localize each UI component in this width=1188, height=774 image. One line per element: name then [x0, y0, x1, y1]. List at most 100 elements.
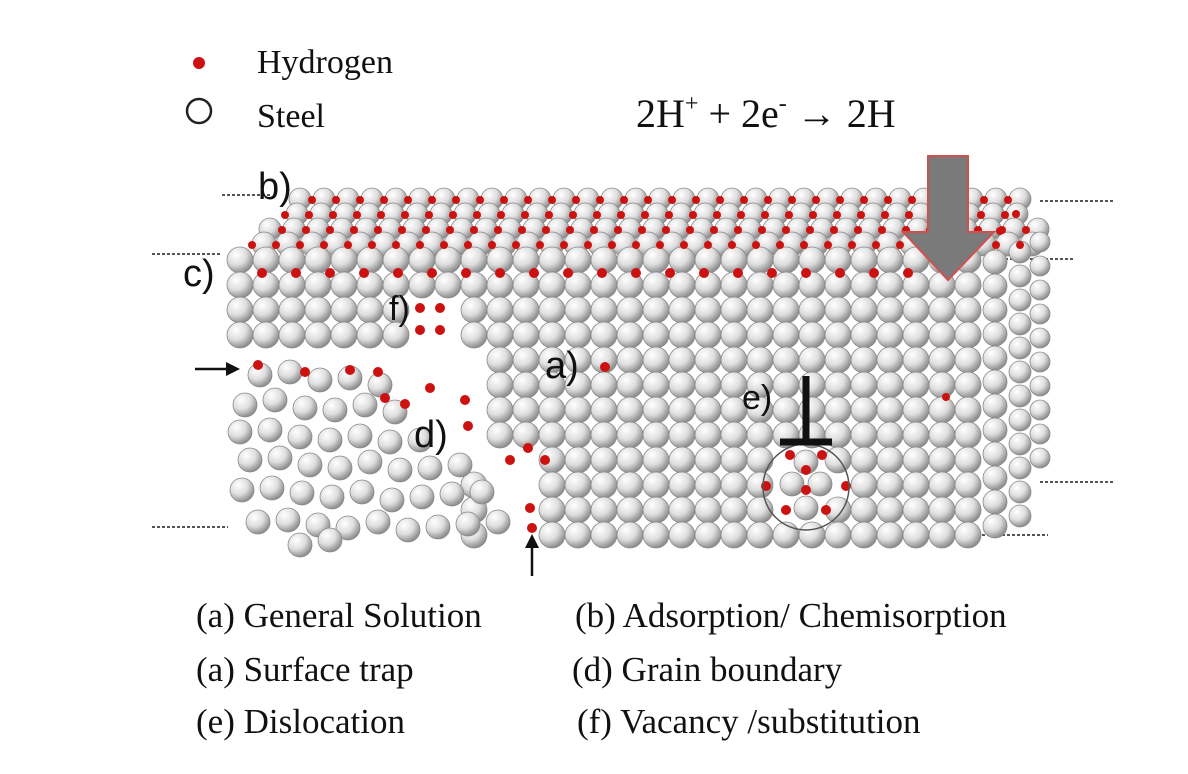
steel-atom [642, 346, 670, 374]
steel-atom [982, 465, 1008, 491]
steel-atom [954, 471, 982, 499]
steel-atom [262, 387, 288, 413]
hydrogen-atom [740, 196, 748, 204]
legend-hydrogen-label: Hydrogen [257, 44, 393, 81]
steel-atom [307, 367, 333, 393]
steel-atom [850, 371, 878, 399]
steel-atom [252, 321, 280, 349]
steel-atom [304, 296, 332, 324]
steel-atom [850, 421, 878, 449]
hydrogen-atom [980, 196, 988, 204]
steel-atom [616, 296, 644, 324]
steel-atom [377, 429, 403, 455]
steel-atom [850, 471, 878, 499]
steel-atom [564, 396, 592, 424]
hydrogen-atom [881, 211, 889, 219]
hydrogen-atom [461, 268, 471, 278]
caption-grain-boundary: (d) Grain boundary [572, 650, 843, 689]
steel-atom [1008, 336, 1032, 360]
steel-atom [902, 346, 930, 374]
hydrogen-atom [505, 455, 515, 465]
steel-atom [1008, 504, 1032, 528]
hydrogen-atom [529, 268, 539, 278]
steel-atom [798, 521, 826, 549]
steel-atom [460, 321, 488, 349]
steel-atom [772, 271, 800, 299]
steel-atom [824, 371, 852, 399]
steel-atom [746, 446, 774, 474]
steel-atom [850, 346, 878, 374]
steel-atom [642, 296, 670, 324]
hydrogen-atom [272, 241, 280, 249]
hydrogen-atom [308, 196, 316, 204]
steel-atom [982, 369, 1008, 395]
hydrogen-atom [665, 211, 673, 219]
hydrogen-atom [427, 268, 437, 278]
hydrogen-atom [542, 226, 550, 234]
hydrogen-atom [278, 226, 286, 234]
region-label-e: e) [742, 379, 772, 417]
steel-atom [793, 495, 819, 521]
steel-atom [1008, 264, 1032, 288]
steel-atom [876, 471, 904, 499]
steel-atom [720, 296, 748, 324]
steel-atom [379, 487, 405, 513]
hydrogen-atom [300, 367, 310, 377]
steel-atom [720, 246, 748, 274]
steel-atom [322, 397, 348, 423]
steel-atom [1029, 351, 1051, 373]
caption-general-solution: (a) General Solution [196, 596, 482, 635]
steel-atom [876, 346, 904, 374]
hydrogen-atom [996, 227, 1004, 235]
hydrogen-atom [463, 421, 473, 431]
region-label-b: b) [258, 166, 292, 208]
steel-atom [538, 396, 566, 424]
steel-atom [720, 421, 748, 449]
steel-atom [365, 509, 391, 535]
steel-atom [982, 273, 1008, 299]
hydrogen-atom [345, 365, 355, 375]
steel-atom [278, 296, 306, 324]
steel-atom [1008, 480, 1032, 504]
steel-atom [928, 421, 956, 449]
hydrogen-atom [416, 241, 424, 249]
hydrogen-atom [353, 211, 361, 219]
steel-atom [954, 421, 982, 449]
steel-atom [616, 521, 644, 549]
steel-atom [928, 471, 956, 499]
steel-atom [319, 484, 345, 510]
steel-atom [850, 496, 878, 524]
steel-atom [954, 496, 982, 524]
steel-atom [409, 484, 435, 510]
hydrogen-entry-arrow-icon [900, 155, 997, 282]
hydrogen-atom [497, 211, 505, 219]
steel-atom [694, 421, 722, 449]
hydrogen-atom [781, 505, 791, 515]
hydrogen-atom [680, 241, 688, 249]
steel-atom [486, 396, 514, 424]
hydrogen-atom [699, 268, 709, 278]
hydrogen-atom [253, 360, 263, 370]
hydrogen-atom [302, 226, 310, 234]
steel-atom [330, 271, 358, 299]
grain-boundary-arrow-icon [195, 362, 240, 376]
steel-atom [275, 507, 301, 533]
equation-sup-2: - [778, 91, 787, 117]
hydrogen-atom [692, 196, 700, 204]
steel-atom [335, 515, 361, 541]
hydrogen-atom [356, 196, 364, 204]
steel-atom [486, 296, 514, 324]
steel-atom [720, 471, 748, 499]
steel-atom [367, 372, 393, 398]
steel-atom [538, 496, 566, 524]
steel-atom [512, 396, 540, 424]
steel-atom [772, 396, 800, 424]
steel-atom [694, 471, 722, 499]
steel-atom [746, 421, 774, 449]
hydrogen-atom [992, 241, 1000, 249]
steel-atom [229, 477, 255, 503]
hydrogen-atom [415, 325, 425, 335]
reduction-equation: 2H+ + 2e- → 2H [636, 90, 896, 137]
hydrogen-atom [374, 226, 382, 234]
steel-atom [538, 271, 566, 299]
